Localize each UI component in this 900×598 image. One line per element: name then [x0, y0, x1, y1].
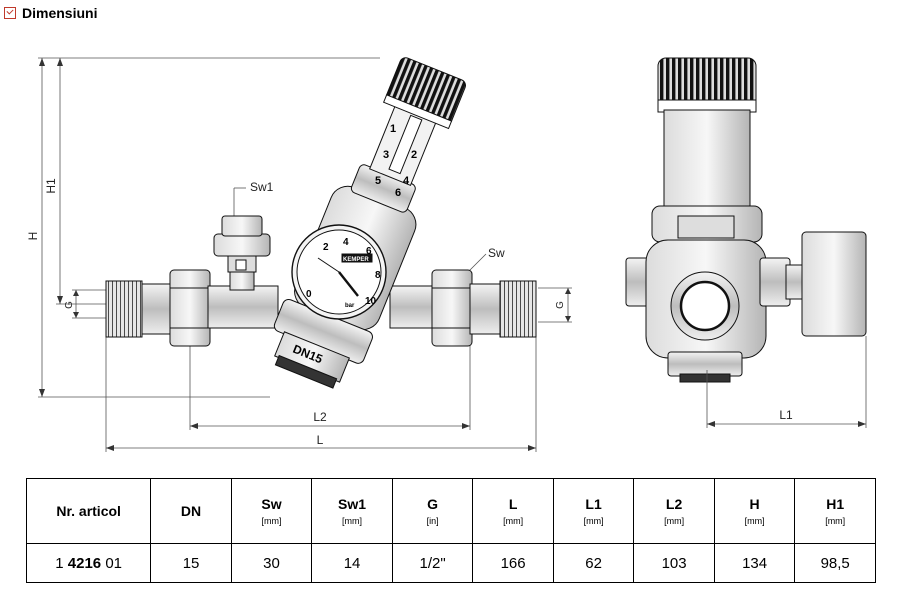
gauge-number-1: 2 — [323, 242, 329, 253]
scale-right-4: 4 — [403, 175, 410, 187]
valve-front-view — [105, 57, 537, 389]
table-row: 1 4216 01 15 30 14 1/2" 166 62 103 134 9… — [25, 543, 876, 583]
cell-sw1: 14 — [311, 543, 393, 583]
cell-l1: 62 — [552, 543, 635, 583]
cell-h1: 98,5 — [794, 543, 876, 583]
cell-l: 166 — [472, 543, 554, 583]
col-header-g: G[in] — [391, 478, 474, 544]
dim-label-sw1: Sw1 — [250, 180, 274, 194]
table-header-row: Nr. articol DN Sw[mm] Sw1[mm] G[in] L[mm… — [25, 478, 876, 544]
col-header-l2: L2[mm] — [633, 478, 715, 544]
checkbox-icon — [4, 7, 16, 19]
gauge-number-5: 10 — [365, 296, 377, 307]
dim-label-l: L — [317, 433, 324, 447]
cell-sw: 30 — [230, 543, 313, 583]
col-header-l: L[mm] — [472, 478, 554, 544]
cell-l2: 103 — [633, 543, 715, 583]
valve-drawing: H H1 G G L2 L Sw1 Sw — [26, 57, 867, 452]
gauge-number-3: 6 — [366, 246, 372, 257]
cell-g: 1/2" — [391, 543, 474, 583]
dim-label-sw: Sw — [488, 246, 505, 260]
scale-left-5: 5 — [375, 175, 381, 187]
col-header-l1: L1[mm] — [552, 478, 635, 544]
dim-label-h1: H1 — [44, 178, 58, 194]
gauge-unit: bar — [345, 303, 355, 309]
col-header-sw: Sw[mm] — [230, 478, 313, 544]
col-header-h: H[mm] — [713, 478, 796, 544]
section-header: Dimensiuni — [4, 5, 97, 21]
col-header-h1: H1[mm] — [794, 478, 876, 544]
dimensions-table: Nr. articol DN Sw[mm] Sw1[mm] G[in] L[mm… — [25, 478, 876, 583]
gauge-number-4: 8 — [375, 270, 381, 281]
cell-article-number: 1 4216 01 — [25, 543, 152, 583]
scale-left-3: 3 — [383, 149, 389, 161]
dimension-lines-side — [706, 336, 867, 428]
scale-right-6: 6 — [395, 187, 401, 199]
cell-dn: 15 — [150, 543, 232, 583]
cell-h: 134 — [713, 543, 796, 583]
dimension-arrows-front — [39, 58, 571, 451]
col-header-sw1: Sw1[mm] — [311, 478, 393, 544]
scale-right-2: 2 — [411, 149, 417, 161]
dimension-labels-front: H H1 G G L2 L Sw1 Sw — [26, 178, 566, 447]
scale-left-1: 1 — [390, 123, 396, 135]
dim-label-h: H — [26, 232, 40, 241]
col-header-dn: DN — [150, 478, 232, 544]
dim-label-g-right: G — [555, 301, 566, 309]
gauge-number-2: 4 — [343, 237, 349, 248]
col-header-nr-articol: Nr. articol — [25, 478, 152, 544]
dimension-arrows-side — [707, 421, 866, 427]
dim-label-g-left: G — [64, 301, 75, 309]
dim-label-l2: L2 — [313, 410, 327, 424]
section-title: Dimensiuni — [22, 5, 98, 21]
gauge-number-6: 0 — [306, 289, 312, 300]
valve-side-view — [625, 57, 867, 383]
brand-logo-text: KEMPER — [343, 257, 369, 263]
dim-label-l1: L1 — [779, 408, 793, 422]
